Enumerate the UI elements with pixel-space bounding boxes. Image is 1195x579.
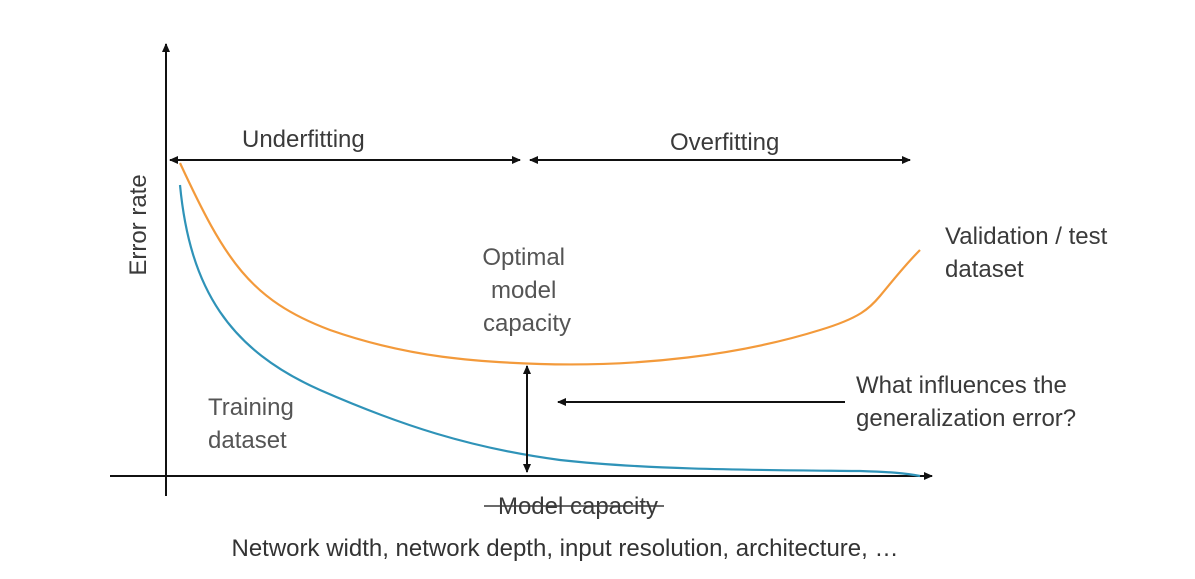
overfitting-label: Overfitting (670, 129, 779, 156)
underfitting-label: Underfitting (242, 126, 365, 153)
validation-label: Validation / test dataset (945, 223, 1114, 283)
training-label: Training dataset (208, 394, 301, 454)
optimal-capacity-label: Optimal model capacity (482, 244, 571, 337)
validation-curve (179, 162, 921, 366)
question-label: What influences the generalization error… (856, 372, 1076, 432)
x-axis-sublabel: Network width, network depth, input reso… (232, 535, 899, 562)
y-axis-label: Error rate (125, 174, 152, 275)
training-curve (178, 184, 921, 478)
